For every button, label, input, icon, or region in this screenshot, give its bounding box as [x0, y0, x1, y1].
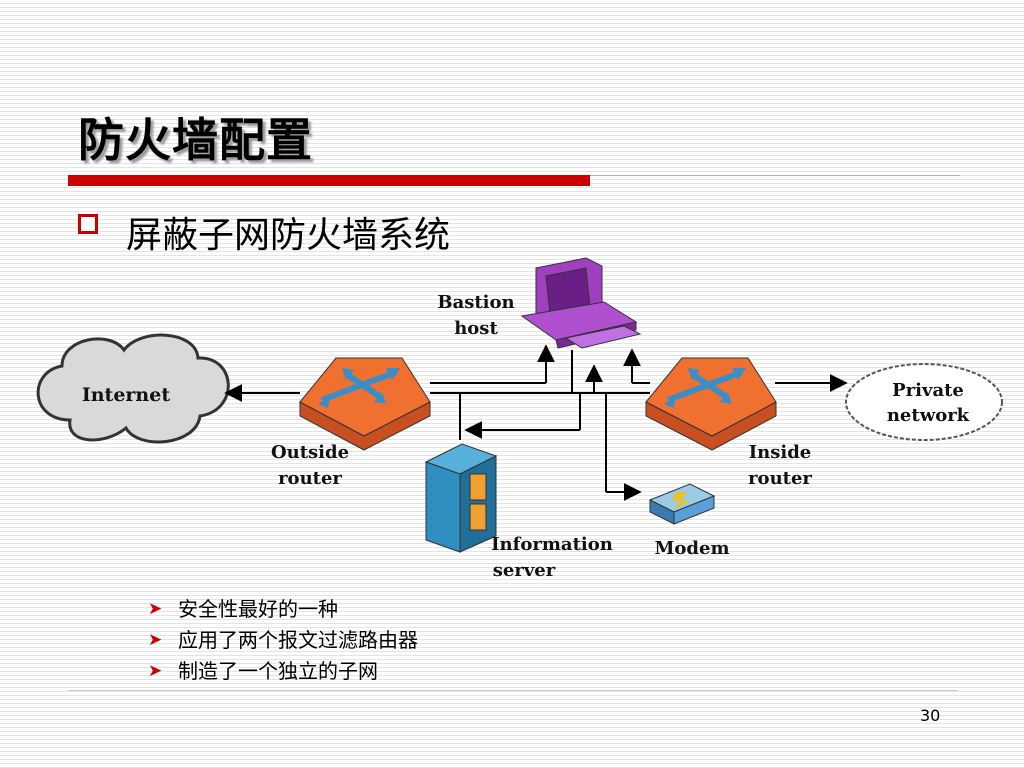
arrow-bullet-icon: ➤: [148, 661, 163, 681]
modem-label: Modem: [654, 538, 729, 559]
internet-label: Internet: [82, 384, 170, 406]
bullet-text: 安全性最好的一种: [178, 597, 338, 621]
outside-router-icon: [299, 357, 431, 451]
bastion-host-icon: [520, 257, 642, 349]
bullet-list: ➤ 安全性最好的一种 ➤ 应用了两个报文过滤路由器 ➤ 制造了一个独立的子网: [148, 594, 418, 687]
arrow-bullet-icon: ➤: [148, 599, 163, 619]
bullet-text: 制造了一个独立的子网: [178, 659, 378, 683]
private-network-label-1: Private: [892, 380, 964, 401]
page-number: 30: [920, 706, 941, 725]
inside-router-icon: [645, 357, 777, 451]
square-bullet-icon: [78, 214, 98, 234]
list-item: ➤ 安全性最好的一种: [148, 594, 418, 625]
outside-router-label-2: router: [278, 468, 342, 489]
private-network-label-2: network: [887, 405, 970, 426]
footer-divider: [68, 690, 958, 691]
arrow-bullet-icon: ➤: [148, 630, 163, 650]
information-server-icon: [424, 443, 498, 553]
private-network-node: Private network: [845, 363, 1003, 441]
list-item: ➤ 制造了一个独立的子网: [148, 656, 418, 687]
slide-title: 防火墙配置: [78, 113, 313, 167]
bastion-host-label-2: host: [454, 318, 498, 339]
information-server-label-1: Information: [491, 534, 613, 555]
internet-cloud-icon: Internet: [36, 333, 230, 444]
modem-icon: [648, 483, 716, 525]
title-underline-accent: [68, 175, 590, 186]
title-underline-thin: [590, 175, 960, 176]
outside-router-label-1: Outside: [271, 442, 349, 463]
bastion-host-label-1: Bastion: [437, 292, 514, 313]
inside-router-label-1: Inside: [749, 442, 812, 463]
bullet-text: 应用了两个报文过滤路由器: [178, 628, 418, 652]
connection-lines: [224, 344, 848, 501]
inside-router-label-2: router: [748, 468, 812, 489]
list-item: ➤ 应用了两个报文过滤路由器: [148, 625, 418, 656]
information-server-label-2: server: [493, 560, 556, 581]
slide-subtitle: 屏蔽子网防火墙系统: [126, 215, 451, 256]
